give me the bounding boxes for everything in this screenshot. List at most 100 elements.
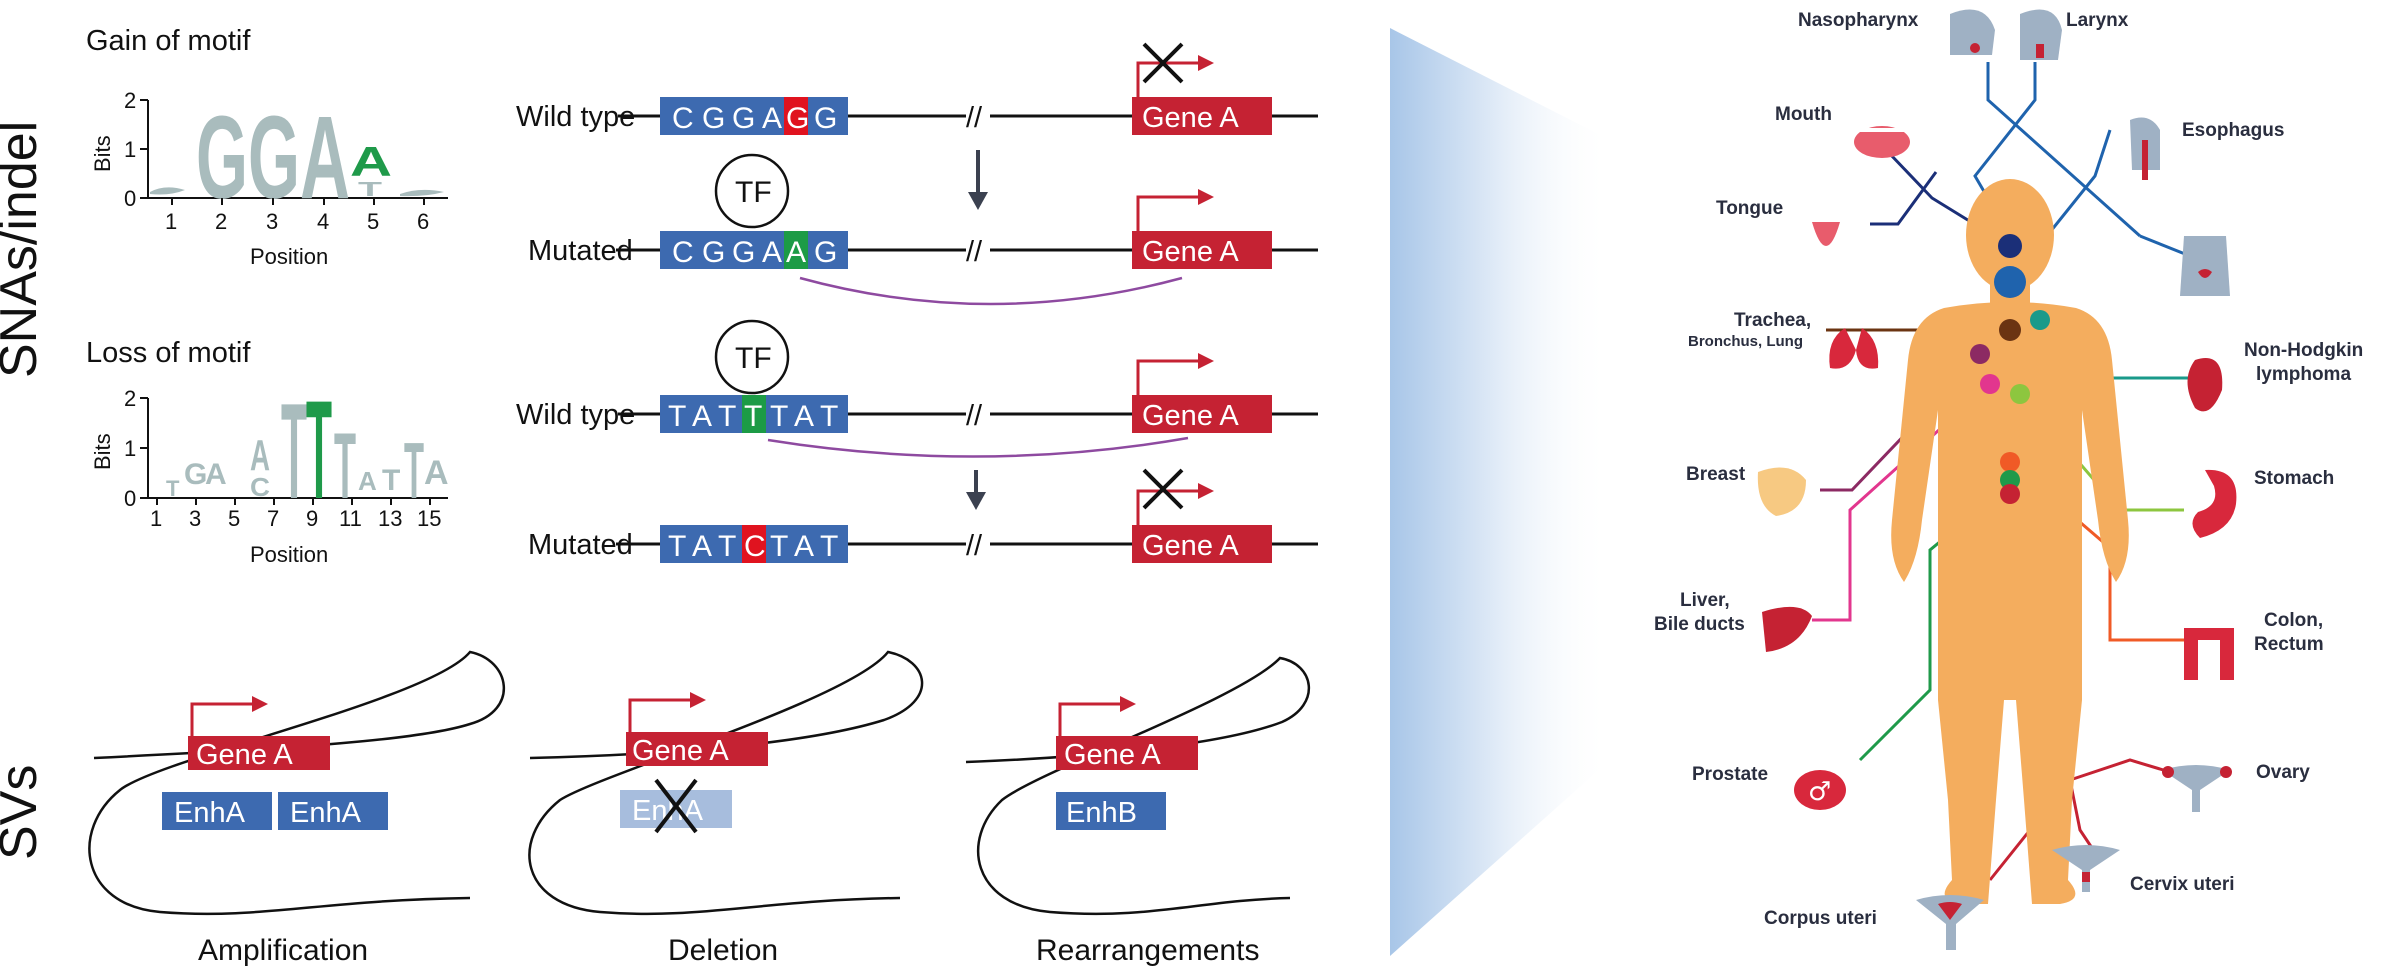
interaction-arc	[767, 436, 1189, 458]
stomach-icon	[2192, 469, 2237, 538]
organ-label-esophagus: Esophagus	[2182, 120, 2284, 141]
tss-arrow	[628, 698, 692, 732]
deleted-x-icon	[654, 778, 698, 834]
sv-deletion: Gene A EnhA Deletion	[528, 650, 924, 967]
down-arrow-icon	[968, 150, 988, 210]
motif-loss-title: Loss of motif	[86, 337, 251, 369]
tss-arrow	[1136, 489, 1200, 525]
svg-text:T: T	[718, 400, 739, 433]
organ-label-cervix: Cervix uteri	[2130, 874, 2235, 895]
logo-letter: A	[424, 454, 449, 492]
organ-label-stomach: Stomach	[2254, 468, 2334, 489]
svg-text:A: A	[794, 400, 817, 433]
blocked-x-icon	[1142, 42, 1184, 84]
gene-label: Gene A	[1142, 530, 1239, 562]
svg-text:A: A	[692, 530, 715, 563]
thyroid-icon	[2180, 236, 2230, 296]
tss-arrow	[1136, 359, 1200, 395]
sequence-letters: C G G A A G	[672, 236, 837, 269]
gene-label: Gene A	[1142, 102, 1239, 134]
motif-loss-y-label: Bits	[90, 433, 115, 470]
motif-gain-x-tick: 1	[165, 209, 177, 234]
row-label: Mutated	[528, 235, 633, 267]
organ-label-prostate: Prostate	[1692, 764, 1768, 785]
enhancer-label: EnhA	[290, 797, 362, 829]
tf-label: TF	[735, 176, 772, 209]
gene-box	[626, 732, 768, 766]
tf-circle	[714, 319, 790, 395]
row-label: Wild type	[516, 101, 635, 133]
sv-caption: Deletion	[668, 934, 778, 967]
motif-logo-gain: Gain of motif Bits 2 1 0 G G A A T 1 2 3…	[86, 25, 448, 269]
enhancer-box	[1056, 792, 1166, 830]
colon-icon	[2184, 628, 2234, 680]
motif-loss-x-tick: 5	[228, 506, 240, 531]
motif-gain-y-tick: 0	[124, 186, 136, 211]
logo-letter: T	[166, 476, 180, 501]
break-mark: //	[966, 400, 983, 432]
svg-text:T: T	[718, 530, 739, 563]
svg-text:T: T	[820, 530, 841, 563]
svg-text:A: A	[762, 102, 785, 135]
lymphoma-icon	[2187, 358, 2223, 412]
svg-text:A: A	[762, 236, 785, 269]
row-label: Mutated	[528, 529, 633, 561]
larynx-icon	[2020, 9, 2062, 60]
svg-text:G: G	[702, 102, 728, 135]
motif-loss-y-tick: 1	[124, 436, 136, 461]
tf-circle	[714, 153, 790, 229]
mouth-icon	[1854, 126, 1910, 158]
motif-loss-y-tick: 0	[124, 486, 136, 511]
motif-gain-x-tick: 2	[215, 209, 227, 234]
snv-example-2: Mutated TF C G G A A G // Gene A	[528, 153, 1318, 306]
snv-example-3: Wild type TF T A T T T A T // Gene A	[516, 319, 1318, 458]
motif-gain-x-tick: 6	[417, 209, 429, 234]
logo-letter: T	[334, 413, 356, 518]
svg-text:T: T	[668, 530, 689, 563]
breast-icon	[1757, 467, 1806, 516]
logo-letter: A	[350, 138, 392, 185]
motif-gain-y-label: Bits	[90, 135, 115, 172]
logo-letter: T	[281, 375, 307, 527]
uterus-icon	[1916, 895, 1984, 950]
snv-example-1: Wild type C G G A G G // Gene A	[516, 42, 1318, 135]
break-mark: //	[966, 236, 983, 268]
logo-letter: T	[382, 464, 400, 497]
liver-icon	[1762, 606, 1812, 652]
sequence-box	[660, 231, 848, 269]
logo-letter: T	[306, 371, 332, 528]
gene-label: Gene A	[196, 739, 293, 771]
enhancer-label: EnhB	[1066, 797, 1137, 829]
sequence-letters: T A T C T A T	[668, 530, 841, 563]
svg-text:G: G	[702, 236, 728, 269]
organ-label-tongue: Tongue	[1716, 198, 1783, 219]
zoom-cone	[1390, 28, 1610, 956]
cervix-icon	[2052, 845, 2120, 892]
logo-letter: T	[404, 426, 424, 515]
organ-label-larynx: Larynx	[2066, 10, 2129, 31]
motif-gain-x-tick: 5	[367, 209, 379, 234]
organ-label-colon: Colon,	[2264, 610, 2323, 631]
sequence-letters: T A T T T A T	[668, 400, 838, 433]
gene-box	[1132, 525, 1272, 563]
logo-letter: A	[250, 431, 270, 480]
svg-text:♂: ♂	[1808, 777, 1831, 807]
organ-label-trachea-sub: Bronchus, Lung	[1688, 333, 1803, 350]
tss-arrow	[1058, 702, 1122, 736]
sequence-letters: C G G A G G	[672, 102, 840, 135]
logo-letter: A	[358, 466, 377, 496]
svg-text:T: T	[770, 400, 791, 433]
organ-label-breast: Breast	[1686, 464, 1746, 485]
motif-loss-x-tick: 3	[189, 506, 201, 531]
svg-text:A: A	[786, 236, 809, 269]
svg-text:C: C	[744, 530, 769, 563]
nasopharynx-icon	[1950, 9, 1995, 55]
motif-loss-x-tick: 7	[267, 506, 279, 531]
organ-label-liver: Liver,	[1680, 590, 1730, 611]
tss-arrow	[1136, 195, 1200, 231]
enhancer-label: EnhA	[174, 797, 246, 829]
motif-loss-x-tick: 15	[417, 506, 441, 531]
organ-label-liver-sub: Bile ducts	[1654, 614, 1745, 635]
svg-text:G: G	[814, 102, 840, 135]
motif-loss-x-tick: 11	[339, 506, 362, 531]
